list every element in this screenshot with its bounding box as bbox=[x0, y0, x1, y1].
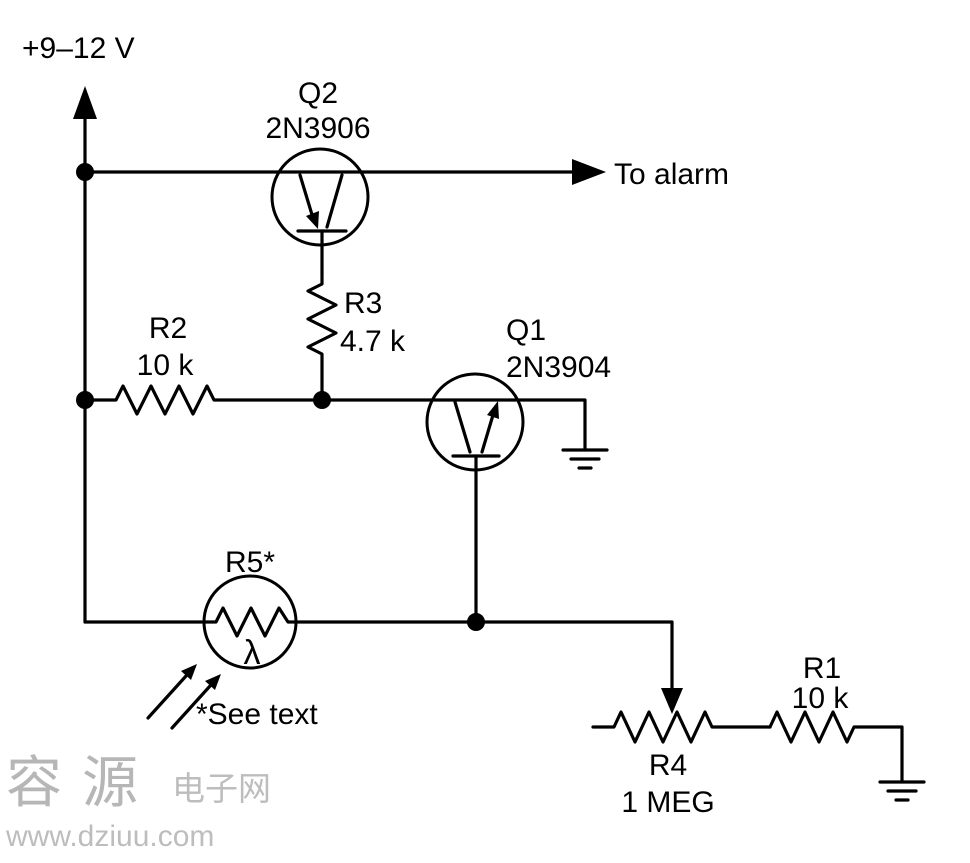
photoresistor-r5: λ R5* *See text bbox=[83, 546, 318, 731]
r2-zigzag bbox=[83, 384, 324, 416]
ground-symbol-r1 bbox=[878, 780, 926, 802]
alarm-output: To alarm bbox=[359, 158, 729, 191]
q2-emitter-lead bbox=[298, 173, 315, 220]
r2-value-label: 10 k bbox=[137, 349, 195, 382]
r1-zigzag bbox=[768, 710, 904, 784]
transistor-q2: Q2 2N3906 bbox=[265, 77, 371, 274]
watermark-brand-small: 电子网 bbox=[172, 770, 271, 807]
q1-left-lead bbox=[453, 400, 472, 454]
q1-ref-label: Q1 bbox=[506, 314, 546, 347]
q2-pnp-arrow-icon bbox=[306, 211, 319, 229]
r3-value-label: 4.7 k bbox=[340, 325, 406, 358]
r4-zigzag bbox=[591, 710, 772, 744]
watermark: 容源 电子网 www.dziuu.com bbox=[5, 751, 271, 853]
r4-ref-label: R4 bbox=[649, 749, 687, 782]
supply-up-arrow-icon bbox=[73, 86, 97, 119]
r3-ref-label: R3 bbox=[344, 287, 382, 320]
q1-collector-wire bbox=[516, 398, 587, 452]
r5-note-label: *See text bbox=[196, 698, 318, 731]
to-alarm-arrow-icon bbox=[572, 159, 606, 185]
junction-dot bbox=[76, 163, 94, 181]
ground-symbol-q1 bbox=[561, 448, 609, 470]
q1-right-lead bbox=[480, 413, 495, 454]
q1-npn-arrow-icon bbox=[487, 401, 499, 419]
r2-ref-label: R2 bbox=[149, 312, 187, 345]
transistor-q1: Q1 2N3904 bbox=[320, 314, 611, 624]
q2-ref-label: Q2 bbox=[298, 77, 338, 110]
light-arrow-2-shaft bbox=[170, 684, 212, 730]
r5-zigzag bbox=[202, 606, 298, 638]
r5-ref-label: R5* bbox=[225, 546, 275, 579]
r4-wiper-arrow-icon bbox=[661, 688, 683, 714]
wire-node-to-r4-wiper bbox=[474, 620, 674, 692]
light-arrow-1-icon bbox=[181, 664, 197, 680]
watermark-brand-large: 容源 bbox=[6, 751, 158, 814]
light-arrow-1-shaft bbox=[146, 674, 188, 720]
q2-collector-lead bbox=[325, 173, 344, 229]
light-arrow-2-icon bbox=[205, 674, 221, 690]
r3-zigzag bbox=[306, 270, 338, 402]
q1-part-label: 2N3904 bbox=[506, 351, 611, 384]
junction-dot bbox=[467, 613, 485, 631]
r4-value-label: 1 MEG bbox=[621, 786, 714, 819]
power-supply: +9–12 V bbox=[22, 32, 135, 180]
junction-dot bbox=[313, 391, 331, 409]
resistor-r3: R3 4.7 k bbox=[306, 270, 406, 402]
r1-value-label: 10 k bbox=[792, 682, 850, 715]
r1-ref-label: R1 bbox=[803, 652, 841, 685]
watermark-url: www.dziuu.com bbox=[5, 820, 214, 853]
resistor-r2: R2 10 k bbox=[83, 312, 324, 416]
junction-dot bbox=[76, 391, 94, 409]
q2-part-label: 2N3906 bbox=[265, 112, 370, 145]
q2-body-circle bbox=[270, 147, 370, 247]
bottom-network: R4 1 MEG R1 10 k bbox=[294, 620, 904, 819]
to-alarm-label: To alarm bbox=[614, 158, 729, 191]
supply-voltage-label: +9–12 V bbox=[22, 32, 135, 65]
r5-lambda-label: λ bbox=[244, 634, 261, 672]
